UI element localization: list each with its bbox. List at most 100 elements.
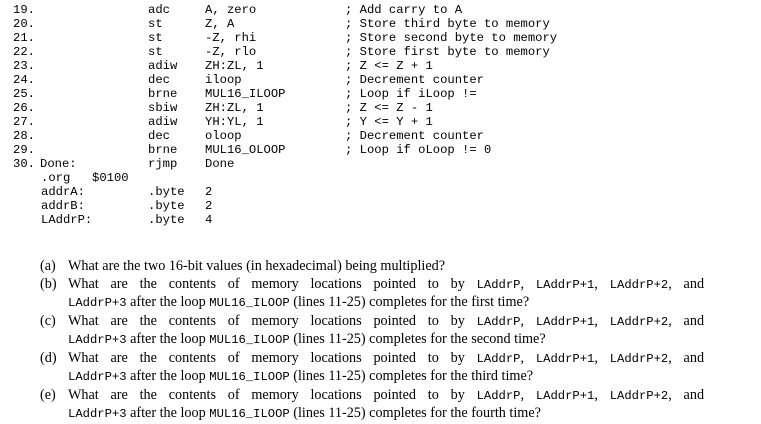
code-line: 25. brne MUL16_ILOOP ; Loop if iLoop != (0, 87, 761, 101)
mnemonic: adc (148, 3, 170, 17)
pointer-ref: LAddrP+2 (609, 277, 669, 292)
mnemonic: rjmp (148, 157, 178, 171)
mnemonic: brne (148, 87, 178, 101)
operand: -Z, rhi (205, 31, 257, 45)
comment: ; Loop if iLoop != (345, 87, 477, 101)
pointer-ref: LAddrP+2 (609, 388, 669, 403)
pointer-ref: LAddrP (476, 277, 521, 292)
data-directive: .byte (148, 199, 185, 213)
pointer-ref: LAddrP+2 (609, 314, 669, 329)
question-tag: (c) (40, 312, 56, 329)
comment: ; Decrement counter (345, 73, 484, 87)
comment: ; Z <= Z + 1 (345, 59, 433, 73)
mnemonic: adiw (148, 115, 178, 129)
mnemonic: st (148, 31, 163, 45)
data-directive: .byte (148, 213, 185, 227)
operand: MUL16_ILOOP (205, 87, 286, 101)
question-line-1: What are the contents of memory location… (68, 275, 705, 292)
line-number: 24. (13, 73, 35, 87)
question-line-2: LAddrP+3 after the loop MUL16_ILOOP (lin… (68, 294, 530, 310)
mnemonic: dec (148, 73, 170, 87)
line-number: 19. (13, 3, 35, 17)
operand: ZH:ZL, 1 (205, 101, 264, 115)
question-a: (a) What are the two 16-bit values (in h… (40, 258, 704, 276)
code-line: 27. adiw YH:YL, 1 ; Y <= Y + 1 (0, 115, 761, 129)
operand: -Z, rlo (205, 45, 257, 59)
data-line: addrA: .byte 2 (0, 185, 761, 199)
data-line: addrB: .byte 2 (0, 199, 761, 213)
operand: MUL16_OLOOP (205, 143, 286, 157)
operand: oloop (205, 129, 242, 143)
operand: YH:YL, 1 (205, 115, 264, 129)
mnemonic: st (148, 17, 163, 31)
line-number: 25. (13, 87, 35, 101)
line-number: 29. (13, 143, 35, 157)
question-b: (b) What are the contents of memory loca… (40, 276, 704, 313)
question-line-2: LAddrP+3 after the loop MUL16_ILOOP (lin… (68, 405, 541, 421)
pointer-ref: LAddrP+1 (535, 351, 595, 366)
question-e: (e) What are the contents of memory loca… (40, 387, 704, 424)
operand: Done (205, 157, 235, 171)
loop-label: MUL16_ILOOP (209, 407, 290, 421)
code-line: 22. st -Z, rlo ; Store first byte to memory (0, 45, 761, 59)
mnemonic: dec (148, 129, 170, 143)
comment: ; Store first byte to memory (345, 45, 550, 59)
question-text: What are the two 16-bit values (in hexad… (68, 258, 446, 274)
comment: ; Store third byte to memory (345, 17, 550, 31)
code-line: 21. st -Z, rhi ; Store second byte to memor… (0, 31, 761, 45)
line-number: 28. (13, 129, 35, 143)
loop-label: MUL16_ILOOP (209, 333, 290, 347)
pointer-ref: LAddrP+2 (609, 351, 669, 366)
data-label: addrA: (41, 185, 85, 199)
question-tag: (b) (40, 275, 57, 292)
operand: iloop (205, 73, 242, 87)
code-label: Done: (40, 157, 77, 171)
question-tag: (d) (40, 349, 57, 366)
line-number: 26. (13, 101, 35, 115)
pointer-ref: LAddrP+3 (68, 333, 127, 347)
question-line-1: What are the contents of memory location… (68, 312, 705, 329)
question-line-1: What are the contents of memory location… (68, 386, 705, 403)
org-directive-line: .org $0100 (0, 171, 761, 185)
data-label: addrB: (41, 199, 85, 213)
mnemonic: adiw (148, 59, 178, 73)
question-line-1: What are the contents of memory location… (68, 349, 705, 366)
line-number: 21. (13, 31, 35, 45)
line-number: 23. (13, 59, 35, 73)
pointer-ref: LAddrP (476, 351, 521, 366)
question-tag: (e) (40, 386, 56, 403)
pointer-ref: LAddrP+1 (535, 314, 595, 329)
loop-label: MUL16_ILOOP (209, 296, 290, 310)
mnemonic: st (148, 45, 163, 59)
pointer-ref: LAddrP (476, 314, 521, 329)
data-directive: .byte (148, 185, 185, 199)
pointer-ref: LAddrP (476, 388, 521, 403)
line-number: 22. (13, 45, 35, 59)
line-number: 20. (13, 17, 35, 31)
data-value: 2 (205, 185, 213, 199)
org-directive: .org (41, 171, 71, 185)
code-line: 30. Done: rjmp Done (0, 157, 761, 171)
line-number: 30. (13, 157, 35, 171)
line-number: 27. (13, 115, 35, 129)
comment: ; Y <= Y + 1 (345, 115, 433, 129)
operand: A, zero (205, 3, 257, 17)
question-d: (d) What are the contents of memory loca… (40, 350, 704, 387)
loop-label: MUL16_ILOOP (209, 370, 290, 384)
pointer-ref: LAddrP+3 (68, 370, 127, 384)
code-line: 24. dec iloop ; Decrement counter (0, 73, 761, 87)
org-address: $0100 (92, 171, 129, 185)
data-value: 2 (205, 199, 213, 213)
mnemonic: brne (148, 143, 178, 157)
pointer-ref: LAddrP+3 (68, 407, 127, 421)
pointer-ref: LAddrP+1 (535, 277, 595, 292)
question-line-2: LAddrP+3 after the loop MUL16_ILOOP (lin… (68, 368, 534, 384)
comment: ; Store second byte to memory (345, 31, 558, 45)
